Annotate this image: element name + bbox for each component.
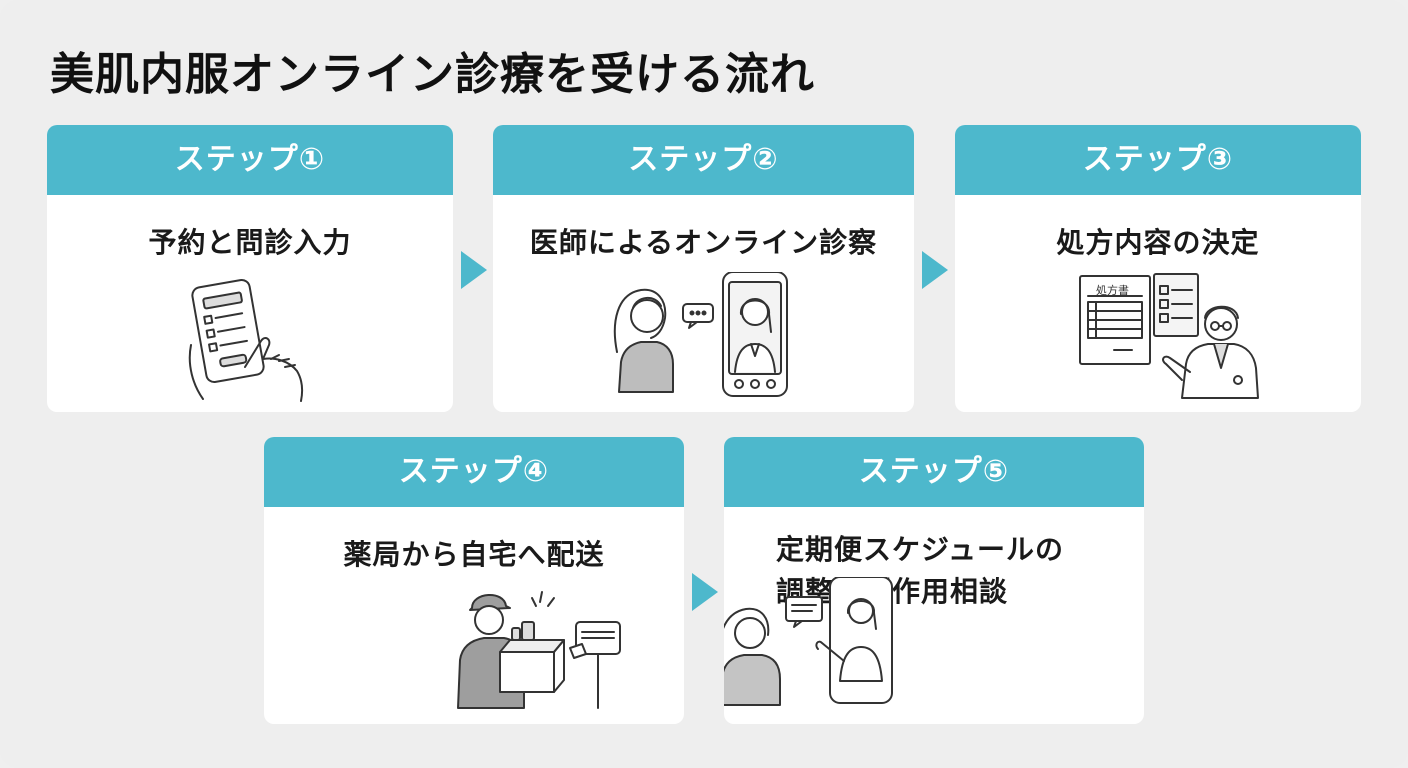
step-header-2: ステップ②	[493, 125, 914, 195]
step-label-5-line1: 定期便スケジュールの	[776, 533, 1065, 566]
chat-consultation-icon	[724, 577, 893, 706]
step-label-3: 処方内容の決定	[1056, 226, 1260, 259]
step-header-3: ステップ③	[955, 125, 1361, 195]
step-header-5: ステップ⑤	[724, 437, 1144, 507]
step-label-2: 医師によるオンライン診察	[529, 226, 878, 259]
flow-arrow-3	[692, 573, 718, 611]
step-card-2: ステップ② 医師によるオンライン診察	[493, 125, 914, 412]
step-card-1: ステップ① 予約と問診入力	[47, 125, 453, 412]
flow-arrow-1	[461, 251, 487, 289]
step-header-4: ステップ④	[264, 437, 684, 507]
step-header-1: ステップ①	[47, 125, 453, 195]
step-label-1: 予約と問診入力	[148, 226, 352, 259]
doctor-prescription-icon: 処方書	[1078, 272, 1260, 402]
prescription-title: 処方書	[1096, 284, 1129, 297]
delivery-person-icon	[457, 591, 621, 709]
step-card-4: ステップ④ 薬局から自宅へ配送	[264, 437, 684, 724]
step-card-5: ステップ⑤ 定期便スケジュールの 調整と副作用相談	[724, 437, 1144, 724]
video-consultation-icon	[613, 272, 788, 397]
page-title: 美肌内服オンライン診療を受ける流れ	[50, 49, 815, 100]
flow-arrow-2	[922, 251, 948, 289]
step-card-3: ステップ③ 処方内容の決定 処方書	[955, 125, 1361, 412]
smartphone-questionnaire-icon	[188, 278, 304, 402]
step-label-4: 薬局から自宅へ配送	[343, 538, 605, 571]
